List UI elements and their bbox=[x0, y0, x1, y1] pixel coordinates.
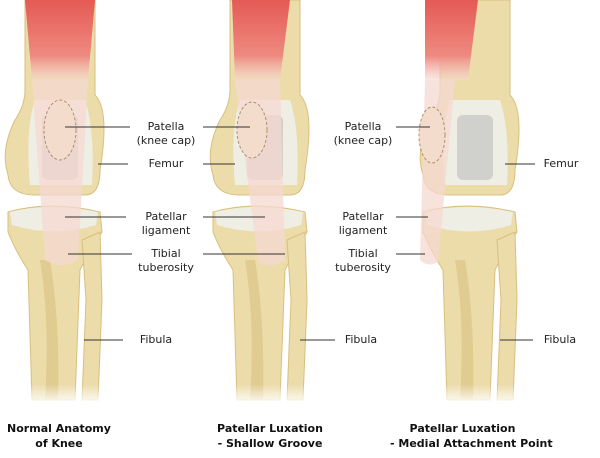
knee-normal bbox=[4, 0, 105, 401]
caption-medial-attachment: Patellar Luxation- Medial Attachment Poi… bbox=[390, 422, 553, 450]
label-femur: Femur bbox=[148, 157, 184, 170]
label-fibula: Fibula bbox=[344, 333, 378, 346]
label-fibula: Fibula bbox=[139, 333, 173, 346]
quadriceps-muscle bbox=[25, 0, 95, 80]
knee-shallow-groove bbox=[209, 0, 310, 401]
patella bbox=[43, 99, 77, 161]
label-patella: Patella(knee cap) bbox=[333, 120, 393, 147]
leader-lines bbox=[65, 126, 535, 341]
label-fibula: Fibula bbox=[543, 333, 577, 346]
knee-medial-attachment bbox=[418, 0, 520, 401]
caption-shallow-groove: Patellar Luxation- Shallow Groove bbox=[217, 422, 323, 450]
label-patella: Patella(knee cap) bbox=[136, 120, 196, 147]
label-femur: Femur bbox=[543, 157, 579, 170]
